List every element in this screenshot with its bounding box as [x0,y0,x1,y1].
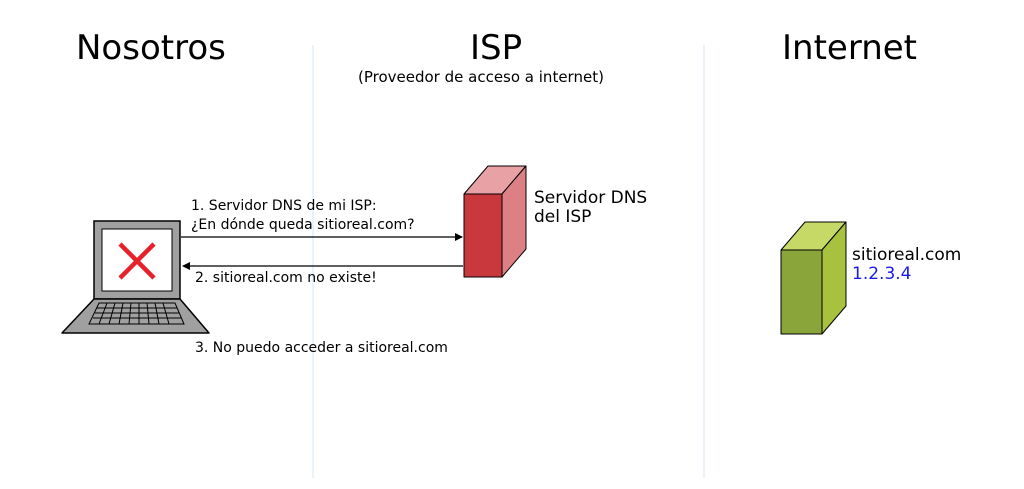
isp-server-label-line1: Servidor DNS [534,188,648,208]
sitioreal-server-ip: 1.2.3.4 [852,264,912,284]
sitioreal-server-icon [780,221,847,335]
column-title-isp: ISP [470,28,523,68]
step1-label-line1: 1. Servidor DNS de mi ISP: [191,198,377,214]
step2-label: 2. sitioreal.com no existe! [195,270,377,286]
laptop-icon [61,220,210,334]
column-title-nosotros: Nosotros [76,28,226,68]
step1-label-line2: ¿En dónde queda sitioreal.com? [191,217,415,233]
column-title-internet: Internet [782,28,918,68]
isp-dns-server-icon [463,165,527,278]
sitioreal-server-name: sitioreal.com [852,245,962,265]
isp-server-label-line2: del ISP [534,207,592,227]
step3-label: 3. No puedo acceder a sitioreal.com [195,340,448,356]
isp-subtitle: (Proveedor de acceso a internet) [358,68,604,86]
red-x-icon [118,242,156,280]
